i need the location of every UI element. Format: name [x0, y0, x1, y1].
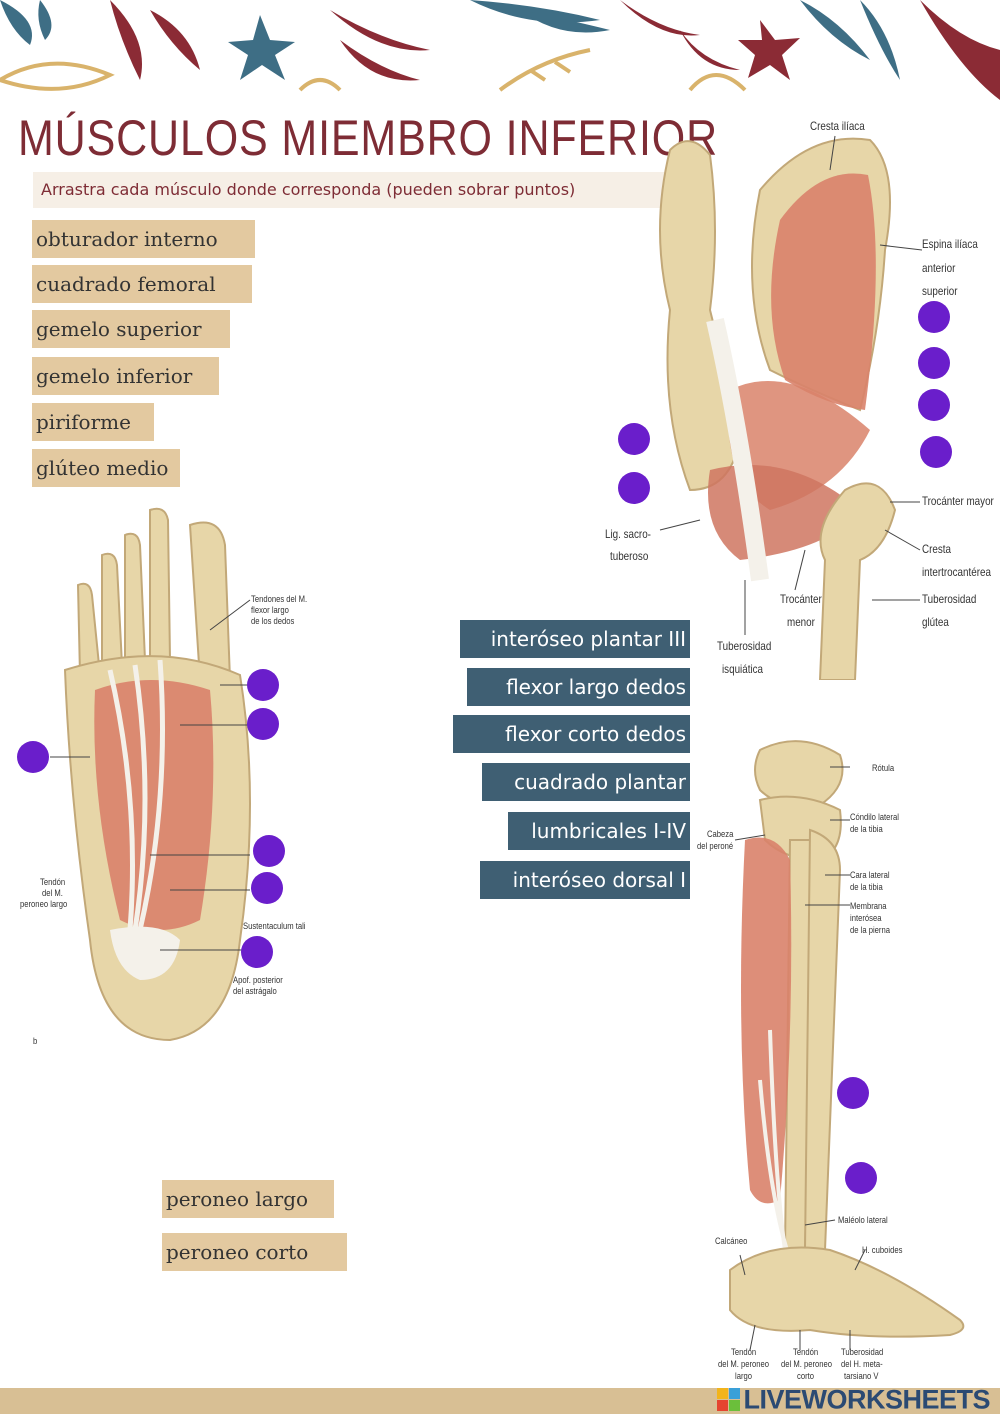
term-peroneo-largo[interactable]: peroneo largo — [162, 1180, 334, 1218]
label-tub-glutea-2: glútea — [922, 615, 949, 629]
label-sustentaculum: Sustentaculum tali — [243, 921, 306, 931]
label-tendon-corto-1: Tendón — [793, 1347, 819, 1357]
foot-body — [63, 655, 251, 1042]
label-calcaneo: Calcáneo — [715, 1236, 748, 1246]
drop-point-leg-1[interactable] — [837, 1077, 869, 1109]
toe-bones — [76, 507, 232, 681]
foot-bones — [729, 1246, 965, 1338]
term-flexor-corto-dedos[interactable]: flexor corto dedos — [453, 715, 690, 753]
term-piriforme[interactable]: piriforme — [32, 403, 154, 441]
label-tub-meta-1: Tuberosidad — [841, 1347, 884, 1357]
label-tendon-peroneo-2: del M. — [42, 888, 63, 898]
label-trocanter-menor-1: Trocánter — [780, 592, 822, 606]
label-tub-isq-2: isquiática — [722, 662, 764, 676]
foot-illustration — [50, 507, 251, 1042]
term-gemelo-inferior[interactable]: gemelo inferior — [32, 357, 219, 395]
label-cuboides: H. cuboides — [862, 1245, 903, 1255]
label-trocanter-menor-2: menor — [787, 615, 815, 629]
peroneus-muscle — [741, 837, 792, 1204]
label-tendon-largo-1: Tendón — [731, 1347, 757, 1357]
term-interoseo-dorsal-i[interactable]: interóseo dorsal I — [480, 861, 690, 899]
label-trocanter-mayor: Trocánter mayor — [922, 494, 994, 508]
drop-point-foot-5[interactable] — [251, 872, 283, 904]
brand-text: LIVEWORKSHEETS — [743, 1384, 990, 1415]
term-cuadrado-plantar[interactable]: cuadrado plantar — [482, 763, 690, 801]
label-maleolo: Maléolo lateral — [838, 1215, 888, 1225]
drop-point-foot-1[interactable] — [247, 669, 279, 701]
label-tub-meta-3: tarsiano V — [844, 1371, 879, 1381]
leg-illustration — [729, 740, 965, 1351]
label-membrana-2: interósea — [850, 913, 882, 923]
label-tendon-corto-2: del M. peroneo — [781, 1359, 833, 1369]
label-espina-1: Espina ilíaca — [922, 237, 978, 251]
drop-point-hip-6[interactable] — [618, 472, 650, 504]
instructions: Arrastra cada músculo donde corresponda … — [33, 172, 667, 208]
drop-point-hip-5[interactable] — [618, 423, 650, 455]
tibia-fibula — [783, 828, 842, 1251]
label-panel-b: b — [33, 1036, 38, 1046]
term-gluteo-medio[interactable]: glúteo medio — [32, 449, 180, 487]
label-cara-2: de la tibia — [850, 882, 883, 892]
label-apof-2: del astrágalo — [233, 986, 277, 996]
hip-illustration — [659, 135, 923, 680]
page-title: MÚSCULOS MIEMBRO INFERIOR — [18, 110, 718, 166]
label-cabeza-1: Cabeza — [707, 829, 734, 839]
drop-point-hip-2[interactable] — [918, 347, 950, 379]
term-obturador-interno[interactable]: obturador interno — [32, 220, 255, 258]
femur-bone — [818, 482, 897, 680]
label-condilo-2: de la tibia — [850, 824, 883, 834]
label-membrana-3: de la pierna — [850, 925, 890, 935]
label-tub-glutea-1: Tuberosidad — [922, 592, 977, 606]
term-cuadrado-femoral[interactable]: cuadrado femoral — [32, 265, 252, 303]
leaf-banner — [0, 0, 1000, 100]
label-tendones-2: flexor largo — [251, 605, 289, 615]
label-tendon-corto-3: corto — [797, 1371, 815, 1381]
label-tendon-peroneo-3: peroneo largo — [20, 899, 68, 909]
footer-bar — [0, 1388, 1000, 1414]
label-cresta-iliaca: Cresta ilíaca — [810, 119, 865, 133]
label-rotula: Rótula — [872, 763, 895, 773]
label-cresta-inter-2: intertrocantérea — [922, 565, 991, 579]
drop-point-foot-4[interactable] — [253, 835, 285, 867]
label-espina-2: anterior — [922, 261, 956, 275]
liveworksheets-logo: LIVEWORKSHEETS — [717, 1383, 990, 1415]
drop-point-hip-1[interactable] — [918, 301, 950, 333]
ligament — [706, 318, 769, 582]
label-lig-1: Lig. sacro- — [605, 527, 651, 541]
label-cresta-inter-1: Cresta — [922, 542, 951, 556]
label-tendon-largo-2: del M. peroneo — [718, 1359, 770, 1369]
label-cara-1: Cara lateral — [850, 870, 890, 880]
label-tub-meta-2: del H. meta- — [841, 1359, 883, 1369]
label-condilo-1: Cóndilo lateral — [850, 812, 899, 822]
label-tendon-peroneo-1: Tendón — [40, 877, 66, 887]
label-lig-2: tuberoso — [610, 549, 649, 563]
label-apof-1: Apof. posterior — [233, 975, 283, 985]
drop-point-hip-4[interactable] — [920, 436, 952, 468]
drop-point-hip-3[interactable] — [918, 389, 950, 421]
drop-point-foot-6[interactable] — [241, 936, 273, 968]
label-cabeza-2: del peroné — [697, 841, 734, 851]
logo-squares-icon — [717, 1387, 741, 1412]
label-tendones-3: de los dedos — [251, 616, 295, 626]
label-membrana-1: Membrana — [850, 901, 887, 911]
label-tendon-largo-3: largo — [735, 1371, 753, 1381]
term-flexor-largo-dedos[interactable]: flexor largo dedos — [467, 668, 690, 706]
term-interoseo-plantar-iii[interactable]: interóseo plantar III — [460, 620, 690, 658]
label-espina-3: superior — [922, 284, 958, 298]
term-lumbricales[interactable]: lumbricales I-IV — [508, 812, 690, 850]
drop-point-leg-2[interactable] — [845, 1162, 877, 1194]
drop-point-foot-3[interactable] — [17, 741, 49, 773]
drop-point-foot-2[interactable] — [247, 708, 279, 740]
term-peroneo-corto[interactable]: peroneo corto — [162, 1233, 347, 1271]
term-gemelo-superior[interactable]: gemelo superior — [32, 310, 230, 348]
label-tub-isq-1: Tuberosidad — [717, 639, 772, 653]
label-tendones-1: Tendones del M. — [251, 594, 308, 604]
sacrum-bone — [659, 140, 742, 492]
